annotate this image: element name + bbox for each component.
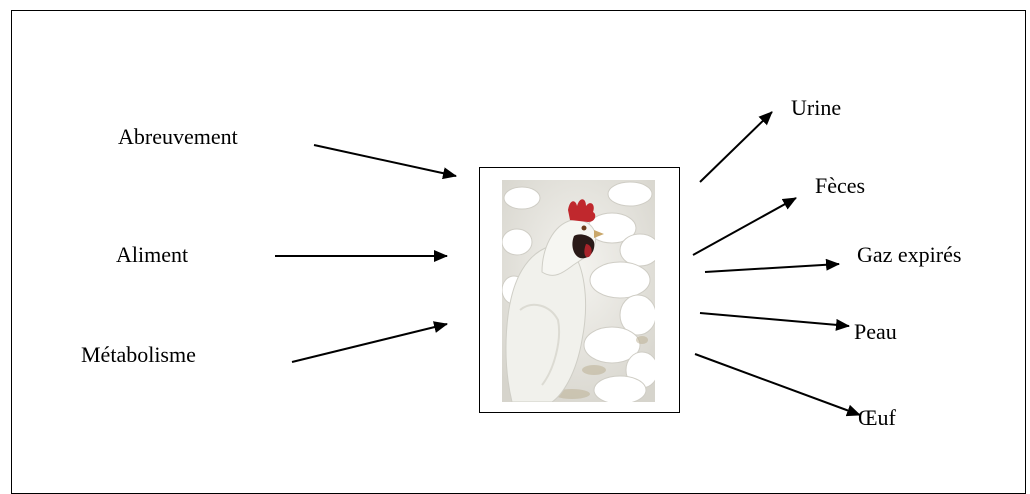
arrow-feces bbox=[692, 197, 797, 256]
label-feces: Fèces bbox=[815, 173, 866, 198]
label-metabolisme: Métabolisme bbox=[81, 342, 196, 367]
arrow-peau bbox=[699, 312, 850, 331]
arrow-oeuf bbox=[694, 353, 861, 417]
chicken-image-box bbox=[479, 167, 680, 413]
arrow-abreuvement bbox=[313, 144, 457, 180]
arrow-urine bbox=[699, 111, 773, 183]
label-oeuf: Œuf bbox=[858, 405, 896, 430]
arrow-gaz-expires bbox=[704, 258, 840, 273]
chicken-illustration bbox=[502, 180, 655, 402]
label-abreuvement: Abreuvement bbox=[118, 124, 238, 149]
label-gaz-expires: Gaz expirés bbox=[857, 242, 962, 267]
label-urine: Urine bbox=[791, 95, 842, 120]
arrow-metabolisme bbox=[291, 321, 448, 363]
label-aliment: Aliment bbox=[116, 242, 189, 267]
label-peau: Peau bbox=[854, 319, 897, 344]
chicken-photo bbox=[502, 180, 655, 402]
